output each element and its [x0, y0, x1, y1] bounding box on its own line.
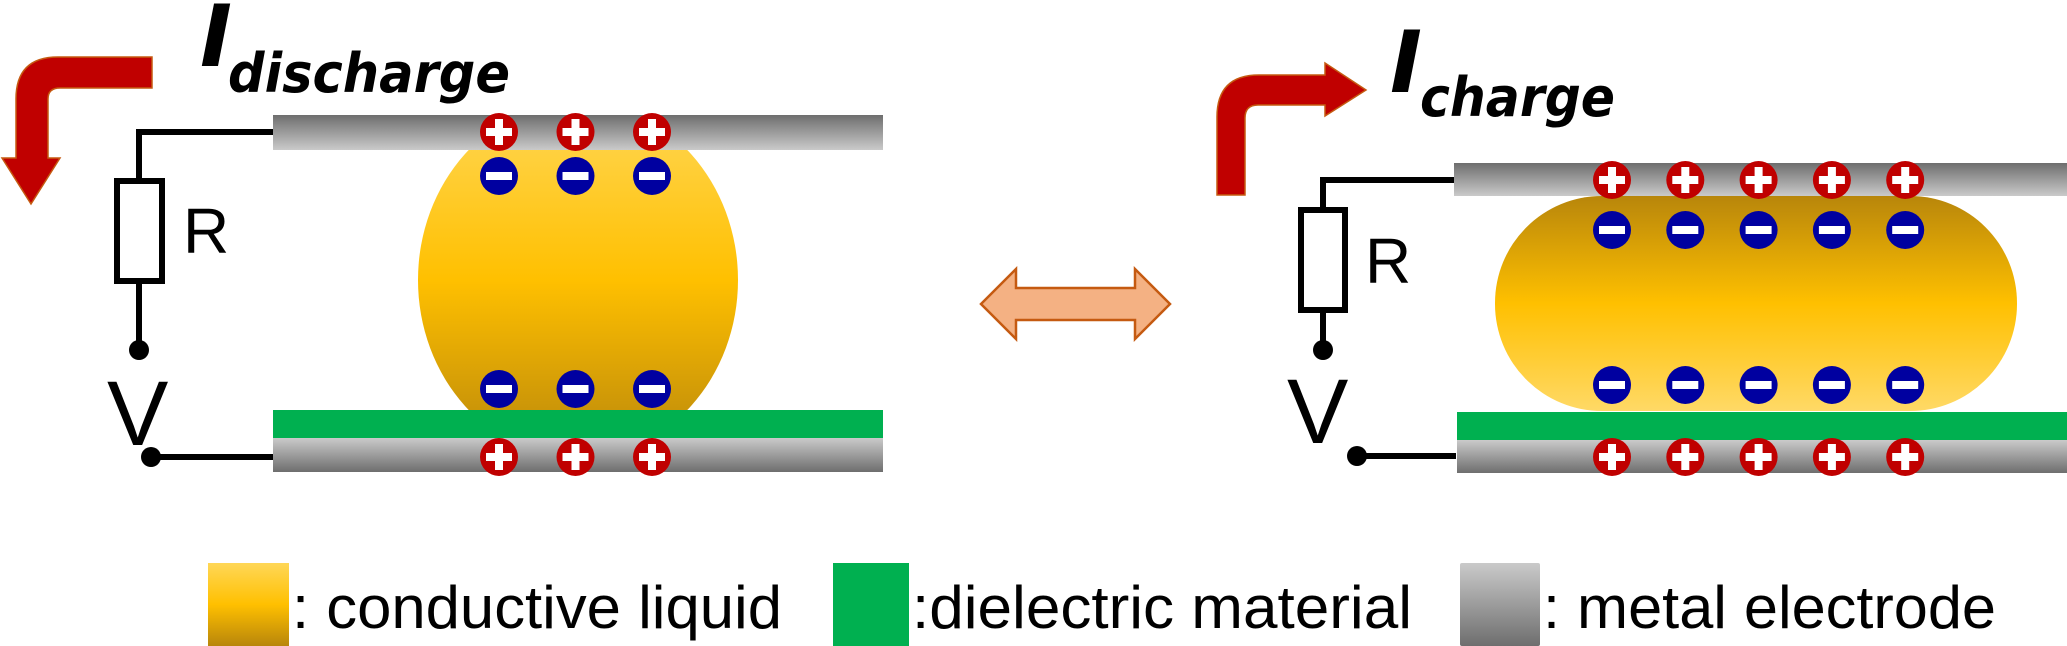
- discharge-top-wire: [136, 129, 273, 181]
- discharge-resistor-label: R: [183, 195, 229, 267]
- negative-charge-icon: [1812, 211, 1851, 249]
- negative-charge-icon: [556, 157, 595, 195]
- charge-terminal-top: [1313, 340, 1333, 360]
- discharge-current-arrow-icon: [0, 56, 153, 206]
- negative-charge-icon: [1593, 211, 1631, 249]
- negative-charge-icon: [1739, 211, 1778, 249]
- charge-resistor: [1298, 207, 1348, 313]
- legend-label-conductive-liquid: : conductive liquid: [292, 574, 782, 641]
- legend-swatch-conductive-liquid: [208, 563, 289, 646]
- discharge-current-subscript: discharge: [228, 42, 510, 105]
- charge-top-wire: [1320, 177, 1454, 210]
- discharge-current-symbol: I: [200, 0, 232, 87]
- positive-charge-icon: [1739, 438, 1778, 476]
- discharge-resistor: [114, 178, 165, 284]
- positive-charge-icon: [1739, 161, 1778, 199]
- legend-item-conductive-liquid: : conductive liquid: [208, 563, 782, 646]
- charge-current-subscript: charge: [1420, 66, 1615, 129]
- charge-droplet: [1495, 196, 2017, 411]
- negative-charge-icon: [633, 370, 671, 408]
- charge-dielectric-layer: [1457, 412, 2067, 440]
- positive-charge-icon: [556, 438, 595, 476]
- positive-charge-icon: [1666, 438, 1705, 476]
- discharge-voltage-label: V: [107, 363, 168, 465]
- charge-current-arrow-icon: [1216, 61, 1368, 196]
- legend-item-metal-electrode: : metal electrode: [1460, 563, 1996, 646]
- charge-panel: I charge R V: [1216, 13, 2067, 476]
- discharge-charges: [480, 113, 671, 476]
- negative-charge-icon: [556, 370, 595, 408]
- discharge-dielectric-layer: [273, 410, 883, 438]
- negative-charge-icon: [1739, 366, 1778, 404]
- charge-resistor-label: R: [1365, 225, 1411, 297]
- positive-charge-icon: [480, 113, 518, 151]
- negative-charge-icon: [1666, 211, 1705, 249]
- positive-charge-icon: [1886, 161, 1925, 199]
- discharge-terminal-top: [129, 340, 149, 360]
- negative-charge-icon: [480, 370, 518, 408]
- positive-charge-icon: [1812, 438, 1851, 476]
- negative-charge-icon: [1666, 366, 1705, 404]
- positive-charge-icon: [633, 113, 671, 151]
- negative-charge-icon: [1812, 366, 1851, 404]
- positive-charge-icon: [1666, 161, 1705, 199]
- legend-item-dielectric-material: :dielectric material: [833, 563, 1412, 646]
- legend-swatch-dielectric-material: [833, 563, 909, 646]
- charge-current-symbol: I: [1390, 13, 1422, 113]
- charge-voltage-label: V: [1287, 361, 1348, 463]
- positive-charge-icon: [1593, 161, 1631, 199]
- negative-charge-icon: [1886, 211, 1925, 249]
- positive-charge-icon: [1593, 438, 1631, 476]
- discharge-panel: I discharge R V: [0, 0, 883, 476]
- positive-charge-icon: [556, 113, 595, 151]
- legend: : conductive liquid :dielectric material…: [208, 563, 1996, 646]
- negative-charge-icon: [1593, 366, 1631, 404]
- positive-charge-icon: [1812, 161, 1851, 199]
- negative-charge-icon: [633, 157, 671, 195]
- charge-charges: [1593, 161, 1925, 476]
- positive-charge-icon: [480, 438, 518, 476]
- positive-charge-icon: [633, 438, 671, 476]
- legend-label-dielectric-material: :dielectric material: [912, 574, 1412, 641]
- legend-label-metal-electrode: : metal electrode: [1543, 574, 1996, 641]
- double-arrow-icon: [979, 265, 1172, 343]
- negative-charge-icon: [480, 157, 518, 195]
- negative-charge-icon: [1886, 366, 1925, 404]
- discharge-droplet: [418, 150, 738, 410]
- legend-swatch-metal-electrode: [1460, 563, 1540, 646]
- positive-charge-icon: [1886, 438, 1925, 476]
